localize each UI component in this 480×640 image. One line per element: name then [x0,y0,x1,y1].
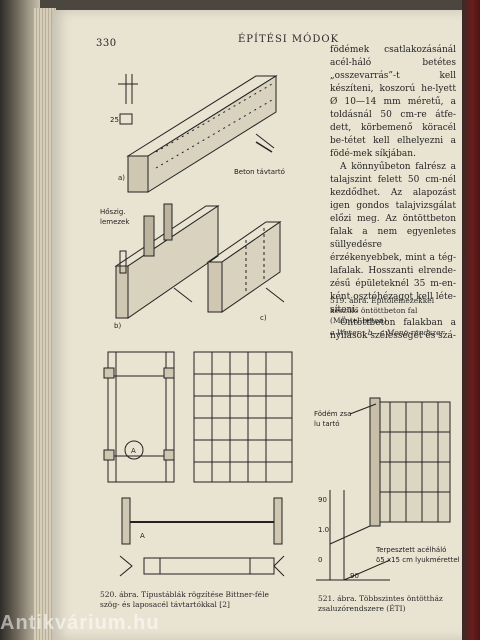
fig521-dim-1: 90 [318,496,327,504]
caption-520: 520. ábra. Típustáblák rögzítése Bittner… [100,590,300,610]
fig521-fodem-label-2: lu tartó [314,420,340,428]
body-paragraph: Öntöttbeton falakban a nyílások szélessé… [330,318,456,341]
page-stack-edge [34,8,56,640]
caption-520-line1: 520. ábra. Típustáblák rögzítése Bittner… [100,590,269,599]
caption-519-line3: (Mantel-beton) [330,316,387,325]
fig519-label-a: a) [118,174,125,182]
body-paragraph: födémek csatlakozásánál acél-háló betéte… [330,45,456,159]
caption-519-sub: a Weser-; b—c Mono-rendszer [330,328,445,337]
fig521-dim-2: 1.0 [318,526,329,534]
fig519-beton-label: Beton távtartó [234,168,285,176]
fig519-hoszig-label: Hőszig. [100,207,125,216]
running-head: ÉPÍTÉSI MÓDOK [238,34,340,45]
fig521-fodem-label-1: Födém zsa [314,410,351,418]
caption-521-line2: zsaluzórendszere (ÉTI) [318,604,406,613]
figure-521: Födém zsa lu tartó Terpesztett acélháló … [310,394,460,590]
book-cover-edge [462,0,480,640]
fig519-label-c: c) [260,314,267,322]
caption-519-line2: készülő öntöttbeton fal [330,306,418,315]
figure-519: 25 a) Beton távtartó Hőszig. lemezek b) … [96,56,326,336]
body-paragraph: A könnyűbeton falrész a talajszint felet… [330,162,456,315]
caption-519: 519. ábra. Építőlemezekkel készülő öntöt… [330,296,460,338]
fig520-circle-label: A [131,447,136,455]
page-number: 330 [96,38,117,49]
fig519-label-b: b) [114,322,121,330]
body-text-column: födémek csatlakozásánál acél-háló betéte… [330,44,456,343]
fig519-lemezek-label: lemezek [100,218,130,226]
watermark: Antikvárium.hu [0,612,160,634]
caption-520-line2: szög- és laposacél távtartókkal [2] [100,600,230,609]
caption-521: 521. ábra. Többszintes öntöttház zsaluzó… [318,594,462,614]
fig521-dim-3: 0 [318,556,322,564]
book-spine-edge [0,0,40,640]
caption-519-line1: 519. ábra. Építőlemezekkel [330,296,435,305]
fig521-terpeszt-label-2: δ5 x15 cm lyukmérettel [376,556,460,564]
fig521-dim-4: 90 [350,572,359,580]
caption-521-line1: 521. ábra. Többszintes öntöttház [318,594,443,603]
figure-520: A A [100,346,300,586]
fig519-dim-label: 25 [110,116,119,124]
fig521-terpeszt-label-1: Terpesztett acélháló [375,546,446,554]
fig520-a-label: A [140,532,145,540]
